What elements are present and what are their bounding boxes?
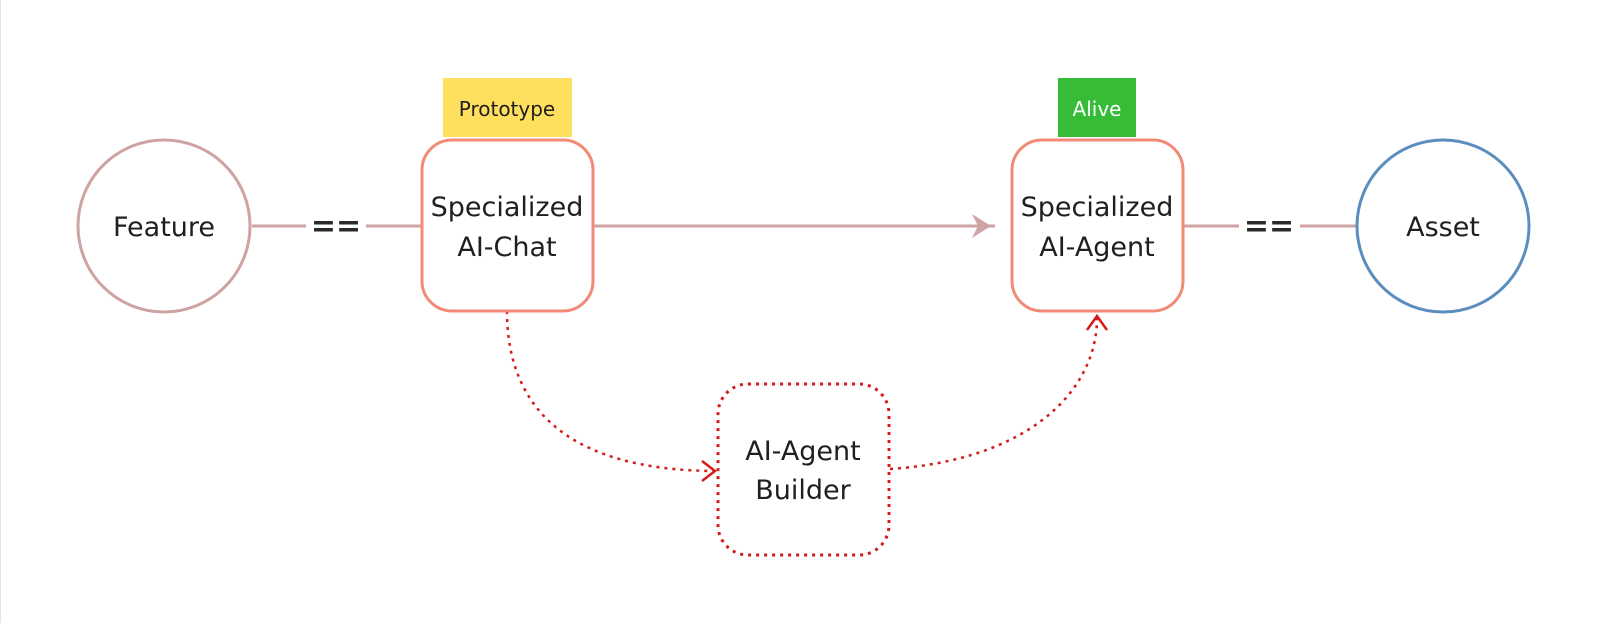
status-badge-alive: Alive <box>1058 78 1136 137</box>
arrowhead-icon <box>1085 313 1109 331</box>
arrowhead-icon <box>701 460 718 482</box>
node-specialized-ai-chat[interactable]: Specialized AI-Chat <box>420 138 595 313</box>
status-badge-label: Alive <box>1073 97 1122 121</box>
node-agent-line2: AI-Agent <box>1039 232 1155 263</box>
node-builder-line1: AI-Agent <box>745 436 861 467</box>
edge-feature-to-chat: == <box>252 209 421 244</box>
node-asset-label: Asset <box>1406 212 1480 243</box>
node-chat-line1: Specialized <box>431 192 584 223</box>
node-specialized-ai-agent[interactable]: Specialized AI-Agent <box>1010 138 1185 313</box>
node-agent-line1: Specialized <box>1021 192 1174 223</box>
left-border-rule <box>0 0 1 623</box>
node-feature[interactable]: Feature <box>76 138 252 314</box>
node-ai-agent-builder[interactable]: AI-Agent Builder <box>716 382 891 557</box>
status-badge-label: Prototype <box>459 97 555 121</box>
edge-chat-to-builder <box>505 310 718 482</box>
node-chat-line2: AI-Chat <box>457 232 556 263</box>
arrowhead-icon <box>972 214 991 238</box>
status-badge-prototype: Prototype <box>443 78 572 137</box>
edge-equality-label: == <box>311 209 361 244</box>
node-asset[interactable]: Asset <box>1355 138 1531 314</box>
edge-agent-to-asset: == <box>1184 209 1356 244</box>
edge-equality-label: == <box>1244 209 1294 244</box>
edge-builder-to-agent <box>889 313 1109 471</box>
edge-chat-to-agent <box>594 214 995 238</box>
node-feature-label: Feature <box>113 212 215 243</box>
node-builder-line2: Builder <box>755 475 851 506</box>
